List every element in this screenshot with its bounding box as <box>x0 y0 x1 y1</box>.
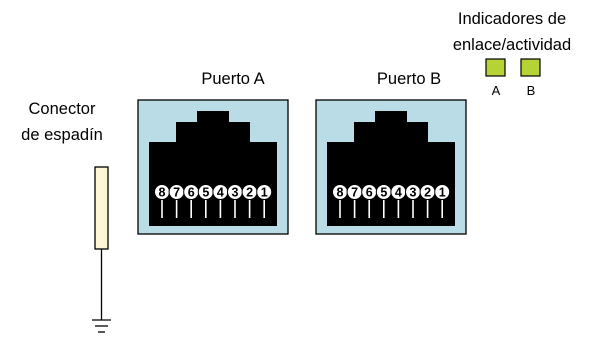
port-a-label: Puerto A <box>201 70 264 88</box>
spade-connector-label-line2: de espadín <box>21 126 103 144</box>
port-a-pin-2-label: 2 <box>246 186 253 200</box>
port-b-pin-5-label: 5 <box>380 186 387 200</box>
indicators-title-line1: Indicadores de <box>458 10 566 28</box>
port-a-pin-6-label: 6 <box>188 186 195 200</box>
led-a-indicator <box>485 58 506 77</box>
port-a-pin-5-label: 5 <box>202 186 209 200</box>
port-b-pin-3-label: 3 <box>410 186 417 200</box>
ground-symbol-icon <box>92 319 111 333</box>
led-b-indicator <box>520 58 541 77</box>
port-a-pin-4-label: 4 <box>217 186 224 200</box>
port-b-pin-4-label: 4 <box>395 186 402 200</box>
led-b-label: B <box>527 83 536 98</box>
indicators-title-line2: enlace/actividad <box>453 36 571 54</box>
port-b-label: Puerto B <box>377 70 441 88</box>
port-a-pin-1-label: 1 <box>261 186 268 200</box>
port-a-pin-8-label: 8 <box>159 186 166 200</box>
led-a-label: A <box>492 83 501 98</box>
port-a-pin-7-label: 7 <box>173 186 180 200</box>
port-b-pin-2-label: 2 <box>424 186 431 200</box>
spade-connector-section: Conector de espadín <box>21 100 111 333</box>
spade-connector-label-line1: Conector <box>29 100 96 118</box>
port-b-pin-7-label: 7 <box>351 186 358 200</box>
port-b-pin-1-circle <box>434 184 451 200</box>
port-b-pin-6-label: 6 <box>366 186 373 200</box>
port-b-pin-8-label: 8 <box>337 186 344 200</box>
port-a-pin-1-circle <box>256 184 273 200</box>
indicators-section: Indicadores de enlace/actividad A B <box>453 10 571 98</box>
port-a-pin-3-label: 3 <box>232 186 239 200</box>
port-b-pin-1-label: 1 <box>439 186 446 200</box>
spade-connector-body <box>94 166 109 250</box>
